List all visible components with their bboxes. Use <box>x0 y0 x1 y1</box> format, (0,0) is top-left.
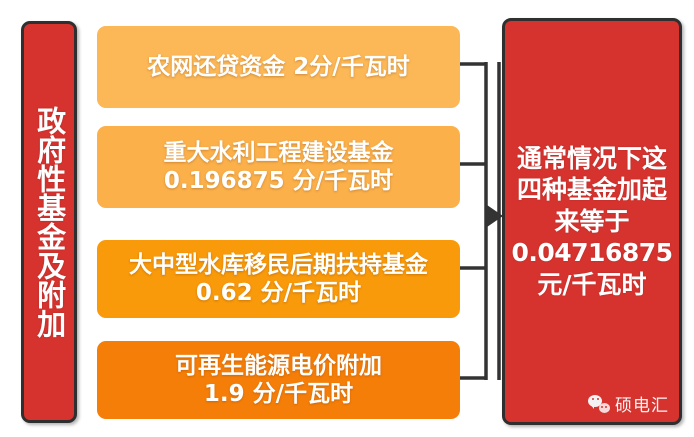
connector-arrow-head <box>487 205 503 227</box>
wechat-eye <box>601 406 603 408</box>
wechat-eye <box>605 406 607 408</box>
fund-item-title: 重大水利工程建设基金 <box>163 139 394 166</box>
fund-item-reservoir-resettlement-support-fund: 大中型水库移民后期扶持基金 0.62 分/千瓦时 <box>97 240 460 318</box>
watermark: 硕电汇 <box>588 391 669 416</box>
summary-line-2: 四种基金加起 <box>516 175 667 205</box>
summary-box-total: 通常情况下这 四种基金加起 来等于 0.04716875 元/千瓦时 硕电汇 <box>502 18 682 425</box>
fund-item-rate: 0.196875 分/千瓦时 <box>163 168 394 194</box>
category-label: 政府性基金及附加 <box>32 106 67 338</box>
wechat-bubble-tail <box>590 404 594 409</box>
category-box-government-funds: 政府性基金及附加 <box>21 21 77 423</box>
fund-item-renewable-energy-surcharge: 可再生能源电价附加 1.9 分/千瓦时 <box>97 341 460 419</box>
wechat-eye <box>597 398 599 400</box>
wechat-icon <box>588 394 610 413</box>
wechat-eye <box>592 398 594 400</box>
fund-item-rate: 0.62 分/千瓦时 <box>195 280 362 306</box>
fund-item-major-water-conservancy-fund: 重大水利工程建设基金 0.196875 分/千瓦时 <box>97 126 460 208</box>
summary-text: 通常情况下这 四种基金加起 来等于 0.04716875 元/千瓦时 <box>505 143 679 301</box>
summary-line-3: 来等于 <box>554 206 630 236</box>
fund-item-rate: 1.9 分/千瓦时 <box>203 381 354 407</box>
summary-total-unit: 元/千瓦时 <box>537 269 647 299</box>
wechat-bubble-small <box>599 403 610 413</box>
fund-item-title: 大中型水库移民后期扶持基金 <box>129 251 428 278</box>
watermark-account-name: 硕电汇 <box>615 396 669 416</box>
summary-total-value: 0.04716875 <box>511 238 673 268</box>
fund-item-rural-grid-loan-repayment-fund: 农网还贷资金 2分/千瓦时 <box>97 26 460 108</box>
fund-item-title: 农网还贷资金 2分/千瓦时 <box>147 53 410 80</box>
fund-item-title: 可再生能源电价附加 <box>175 352 382 379</box>
summary-line-1: 通常情况下这 <box>516 143 667 173</box>
